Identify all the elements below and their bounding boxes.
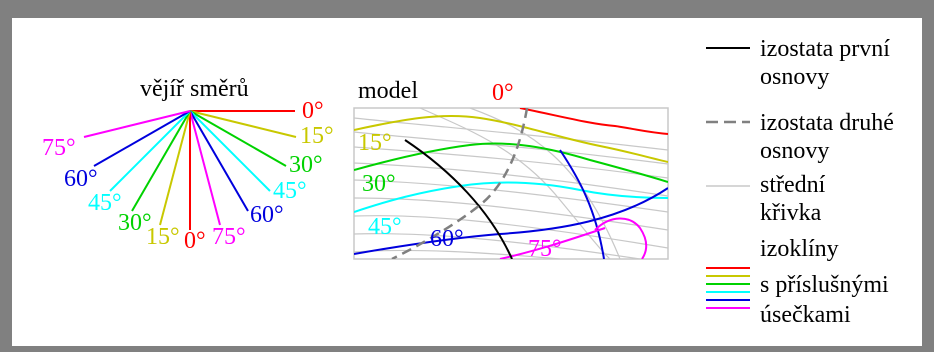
legend-isostat-second-line1: izostata druhé [760, 110, 894, 136]
fan-label-l15: 15° [146, 224, 180, 250]
fan-ray-l45 [109, 110, 191, 192]
fan-ray-r45 [189, 110, 271, 192]
fan-ray-r75 [189, 110, 221, 226]
fan-title: vějíř směrů [140, 76, 249, 102]
model-isostat-second [391, 108, 529, 259]
model-isocline-75-loop [594, 217, 648, 259]
fan-label-l75: 75° [42, 135, 76, 161]
model-isocline-0 [519, 108, 668, 135]
legend-isoclines-line1: izoklíny [760, 236, 839, 262]
fan-ray-l60 [93, 110, 191, 167]
fan-ray-r30 [189, 110, 287, 167]
model-isocline-15 [354, 114, 668, 163]
frame-right [922, 0, 934, 352]
legend-isostat-second-line2: osnovy [760, 138, 829, 164]
fan-label-l45: 45° [88, 190, 122, 216]
model-isocline-60 [354, 187, 668, 255]
fan-label-r75: 75° [212, 224, 246, 250]
model-label-60: 60° [430, 226, 464, 252]
model-isocline-60-branch [559, 149, 605, 259]
fan-label-r60: 60° [250, 202, 284, 228]
frame-left [0, 0, 12, 352]
model-label-45: 45° [368, 214, 402, 240]
legend: izostata první osnovy izostata druhé osn… [706, 36, 894, 328]
legend-isostat-first-line1: izostata první [760, 36, 890, 62]
model-isocline-30 [354, 142, 668, 183]
legend-midline-line2: křivka [760, 200, 822, 226]
model-label-75: 75° [528, 236, 562, 262]
legend-midline-line1: střední [760, 172, 826, 198]
fan-ray-r60 [189, 110, 249, 212]
model-isostat-first [404, 139, 513, 259]
model-label-top0: 0° [492, 80, 514, 106]
direction-fan: vějíř směrů 0° 15° 30° 45° 60° 75° 75° 6… [42, 76, 334, 254]
legend-isostat-first-line2: osnovy [760, 64, 829, 90]
fan-ray-r15 [189, 110, 297, 138]
fan-label-r15: 15° [300, 123, 334, 149]
fan-label-l30: 30° [118, 210, 152, 236]
fan-ray-l30 [131, 110, 191, 212]
fan-label-r45: 45° [273, 178, 307, 204]
model-label-30: 30° [362, 171, 396, 197]
model-isocline-45 [354, 181, 668, 213]
frame-top [0, 0, 934, 18]
model: model 0° [353, 78, 669, 262]
fan-ray-l75 [83, 110, 191, 138]
fan-label-r0: 0° [302, 98, 324, 124]
model-title: model [358, 78, 418, 104]
fan-label-l60: 60° [64, 166, 98, 192]
fan-label-l0: 0° [184, 228, 206, 254]
legend-isoclines-line3: úsečkami [760, 302, 851, 328]
frame-bottom [0, 346, 934, 352]
model-isocline-75 [499, 227, 606, 259]
fan-label-r30: 30° [289, 152, 323, 178]
model-label-15: 15° [358, 130, 392, 156]
legend-isoclines-line2: s příslušnými [760, 272, 889, 298]
fan-ray-l15 [159, 110, 191, 226]
